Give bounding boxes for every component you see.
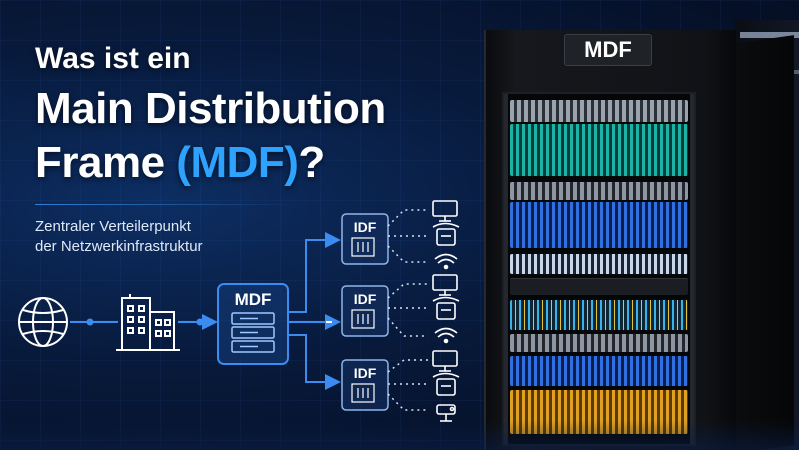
blue-cable-bundle: [510, 356, 688, 386]
idf-building-icon: [351, 383, 375, 403]
monitor-icon: [432, 200, 458, 222]
rack-interior: [502, 92, 696, 446]
headline-line-3: Frame (MDF)?: [35, 138, 325, 188]
rack-badge: MDF: [564, 34, 652, 66]
phone-icon: [432, 296, 460, 320]
server-icon: [231, 312, 275, 353]
phone-icon: [432, 372, 460, 396]
wifi-icon: [434, 327, 458, 344]
idf-label: IDF: [354, 291, 377, 307]
rack-rail: [504, 94, 508, 444]
ceiling-light: [740, 32, 799, 38]
switch-with-leds: [510, 300, 688, 330]
patch-panel: [510, 100, 688, 122]
switch: [510, 182, 688, 200]
cable-manager: [510, 278, 688, 295]
globe-icon: [18, 297, 68, 347]
switch: [510, 334, 688, 352]
monitor-icon: [432, 350, 458, 372]
idf-label: IDF: [354, 219, 377, 235]
server-rack: MDF: [484, 30, 794, 450]
idf-box-2: IDF: [341, 285, 389, 337]
teal-cable-bundle: [510, 124, 688, 176]
branch-lines: [288, 232, 341, 390]
connection-dot: [86, 318, 94, 326]
mdf-label: MDF: [235, 290, 272, 309]
blue-cable-bundle: [510, 202, 688, 248]
idf-building-icon: [351, 309, 375, 329]
patch-panel: [510, 254, 688, 274]
headline-line-3-main: Frame: [35, 138, 177, 187]
idf-box-3: IDF: [341, 359, 389, 411]
headline-line-2: Main Distribution: [35, 84, 386, 133]
divider: [35, 204, 300, 205]
headline-accent: (MDF): [176, 138, 299, 187]
idf-building-icon: [351, 237, 375, 257]
wifi-icon: [434, 253, 458, 270]
monitor-icon: [432, 274, 458, 296]
device-connectors: [387, 209, 428, 411]
camera-icon: [436, 404, 456, 422]
building-icon: [116, 294, 180, 351]
connection-dot: [196, 318, 204, 326]
headline-line-1: Was ist ein: [35, 42, 191, 75]
idf-box-1: IDF: [341, 213, 389, 265]
rack-rail: [690, 94, 694, 444]
floor-glow: [0, 420, 799, 450]
idf-label: IDF: [354, 365, 377, 381]
mdf-box: MDF: [217, 283, 289, 365]
subtitle-line-1: Zentraler Verteilerpunkt: [35, 218, 191, 235]
subtitle-line-2: der Netzwerkinfrastruktur: [35, 238, 203, 255]
phone-icon: [432, 222, 460, 246]
headline-question-mark: ?: [298, 138, 325, 187]
